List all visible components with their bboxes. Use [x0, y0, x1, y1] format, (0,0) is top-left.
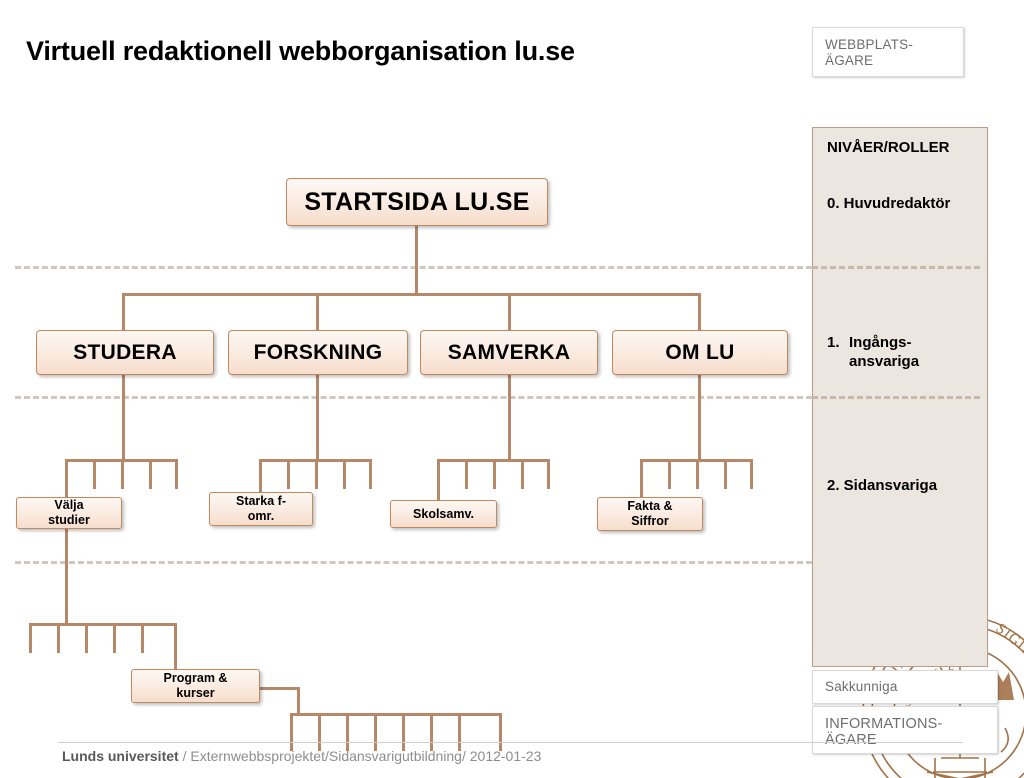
role-level-1-label-line2: ansvariga [849, 353, 920, 370]
level-separator-2-panel [812, 396, 980, 399]
connector-stem-omlu [698, 375, 701, 459]
connector-child-program-2 [318, 713, 321, 751]
node-fakta-line2: Siffror [631, 514, 669, 528]
footer-divider [58, 742, 963, 743]
connector-child-valja-1 [29, 623, 32, 653]
connector-child-studera-4 [149, 459, 152, 489]
connector-drop-samverka [508, 293, 511, 332]
footer-org: Lunds universitet [62, 748, 179, 764]
connector-child-program-3 [346, 713, 349, 751]
connector-child-valja-3 [85, 623, 88, 653]
connector-child-forskning-3 [315, 459, 318, 489]
connector-drop-forskning [316, 293, 319, 332]
connector-child-program-7 [458, 713, 461, 751]
callout-webbplatsagare: WEBBPLATS-ÄGARE [812, 27, 964, 77]
connector-child-program-4 [374, 713, 377, 751]
level-separator-1 [15, 266, 812, 269]
node-starka-line2: omr. [247, 509, 275, 523]
node-skolsamverkan[interactable]: Skolsamv. [390, 500, 497, 528]
connector-child-program-5 [402, 713, 405, 751]
callout-sakkunniga: Sakkunniga [812, 670, 998, 704]
role-level-1: 1. Ingångs-ansvariga [827, 333, 919, 371]
connector-child-samverka-3 [493, 459, 496, 489]
connector-child-forskning-1 [259, 459, 262, 494]
connector-child-valja-6 [174, 623, 177, 669]
level-separator-1-panel [812, 266, 980, 269]
connector-child-program-8 [499, 713, 502, 751]
connector-child-forskning-4 [343, 459, 346, 489]
connector-child-forskning-2 [287, 459, 290, 489]
connector-child-studera-2 [93, 459, 96, 489]
connector-child-studera-3 [121, 459, 124, 489]
connector-bus-program-children [290, 713, 502, 716]
connector-child-studera-1 [65, 459, 68, 497]
node-fakta-siffror[interactable]: Fakta &Siffror [597, 497, 703, 531]
connector-program-out [260, 687, 300, 690]
node-valja-studier-line2: studier [48, 513, 90, 527]
page-title: Virtuell redaktionell webborganisation l… [26, 36, 575, 66]
footer-path: / Externwebbsprojektet/Sidansvarigutbild… [178, 748, 542, 764]
connector-child-valja-5 [141, 623, 144, 653]
node-skolsamverkan-label: Skolsamv. [413, 506, 474, 521]
connector-child-valja-2 [57, 623, 60, 653]
level-separator-3 [15, 561, 812, 564]
connector-stem-valja [65, 529, 68, 623]
connector-child-samverka-1 [437, 459, 440, 502]
node-studera[interactable]: STUDERA [36, 330, 214, 375]
node-samverka[interactable]: SAMVERKA [420, 330, 598, 375]
connector-child-valja-4 [113, 623, 116, 653]
node-starka-forskningsomraden[interactable]: Starka f-omr. [209, 492, 313, 526]
roles-panel-heading: NIVÅER/ROLLER [827, 139, 950, 156]
level-separator-2 [15, 396, 812, 399]
connector-drop-omlu [698, 293, 701, 332]
node-startsida[interactable]: STARTSIDA LU.SE [286, 178, 548, 226]
connector-child-samverka-5 [547, 459, 550, 489]
node-program-line1: Program & [163, 671, 228, 685]
node-fakta-line1: Fakta & [627, 499, 673, 513]
connector-child-omlu-3 [696, 459, 699, 489]
connector-child-samverka-4 [521, 459, 524, 489]
connector-child-samverka-2 [465, 459, 468, 489]
node-starka-line1: Starka f- [235, 494, 287, 508]
node-program-line2: kurser [176, 686, 215, 700]
connector-child-studera-5 [175, 459, 178, 489]
connector-child-omlu-4 [724, 459, 727, 489]
connector-child-forskning-5 [369, 459, 372, 489]
svg-text:SIGILL: SIGILL [993, 621, 1024, 667]
node-program-kurser[interactable]: Program &kurser [131, 669, 260, 703]
role-level-1-number: 1. [827, 334, 840, 351]
connector-child-omlu-1 [640, 459, 643, 498]
connector-drop-studera [122, 293, 125, 332]
node-valja-studier-line1: Välja [54, 498, 84, 512]
connector-child-program-6 [430, 713, 433, 751]
connector-bus-valja-children [29, 623, 177, 626]
connector-child-omlu-5 [750, 459, 753, 489]
node-forskning[interactable]: FORSKNING [228, 330, 408, 375]
connector-child-program-1 [290, 713, 293, 751]
connector-program-drop [297, 687, 300, 715]
node-om-lu[interactable]: OM LU [612, 330, 788, 375]
connector-stem-forskning [316, 375, 319, 459]
connector-stem-samverka [508, 375, 511, 459]
role-level-2: 2. Sidansvariga [827, 477, 938, 494]
connector-root-stem [415, 226, 418, 294]
callout-informationsagare: INFORMATIONS-ÄGARE [812, 706, 998, 754]
connector-stem-studera [122, 375, 125, 459]
role-level-1-label-line1: Ingångs- [849, 334, 912, 351]
connector-child-omlu-2 [668, 459, 671, 489]
role-level-0: 0. Huvudredaktör [827, 195, 951, 212]
connector-level1-bus [122, 293, 700, 296]
footer: Lunds universitet / Externwebbsprojektet… [62, 748, 541, 764]
